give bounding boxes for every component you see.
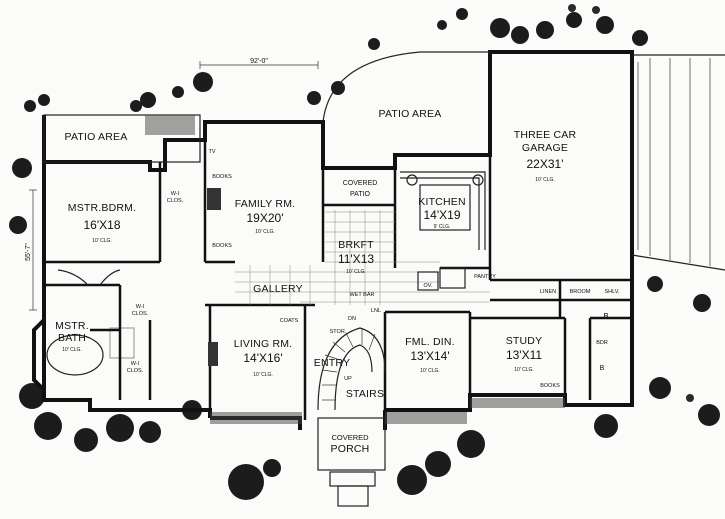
staircase bbox=[317, 327, 386, 411]
dining-dim: 13'X14' bbox=[410, 349, 449, 363]
tile-floor bbox=[235, 210, 490, 305]
broom-label: BROOM bbox=[570, 289, 591, 295]
coats-label: COATS bbox=[280, 318, 299, 324]
master-bedroom-label: MSTR.BDRM. bbox=[68, 202, 137, 214]
wi-closet-2: W-I bbox=[136, 304, 145, 310]
garage-dim: 22X31' bbox=[527, 157, 564, 171]
study-dim: 13'X11 bbox=[506, 348, 542, 362]
wi-closet-3: W-I bbox=[131, 361, 140, 367]
shelf-label: SHLV. bbox=[605, 289, 620, 295]
living-room-clg: 10' CLG. bbox=[253, 372, 273, 378]
tv-label: TV bbox=[208, 149, 215, 155]
master-bedroom-clg: 10' CLG. bbox=[92, 238, 112, 244]
master-bath-label: MSTR. bbox=[55, 320, 89, 332]
annotations: BOOKS BOOKS BOOKS TV W-I CLOS. W-I CLOS.… bbox=[127, 149, 620, 389]
books-label-3: BOOKS bbox=[540, 383, 560, 389]
kitchen-label: KITCHEN bbox=[418, 196, 466, 208]
breakfast-dim: 11'X13 bbox=[338, 252, 374, 266]
room-labels: PATIO AREA PATIO AREA THREE CAR GARAGE 2… bbox=[55, 108, 576, 455]
books-label-1: BOOKS bbox=[212, 174, 232, 180]
study-clg: 10' CLG. bbox=[514, 367, 534, 373]
family-room-label: FAMILY RM. bbox=[235, 198, 296, 210]
porch-label: COVERED bbox=[331, 433, 369, 442]
breakfast-clg: 10' CLG. bbox=[346, 269, 366, 275]
dimension-lines bbox=[29, 61, 319, 311]
linen-label: LINEN bbox=[540, 289, 556, 295]
garage-label-2: GARAGE bbox=[522, 142, 568, 154]
porch-label-2: PORCH bbox=[331, 443, 370, 455]
left-patio bbox=[43, 114, 201, 163]
master-bath-fixtures bbox=[32, 269, 135, 392]
storage-label: STOR. bbox=[330, 329, 347, 335]
bdr-label: BDR bbox=[596, 340, 608, 346]
wet-bar-label: WET BAR bbox=[350, 292, 375, 298]
garage-driveway bbox=[631, 54, 725, 271]
master-bath-clg: 10' CLG. bbox=[62, 347, 82, 353]
garage-label: THREE CAR bbox=[514, 129, 577, 141]
books-label-2: BOOKS bbox=[212, 243, 232, 249]
kitchen-clg: 9' CLG. bbox=[434, 224, 451, 230]
living-room-dim: 14'X16' bbox=[243, 351, 282, 365]
family-fireplace bbox=[207, 188, 221, 210]
oven-label: OV. bbox=[424, 283, 433, 289]
lnl-label: LNL bbox=[371, 308, 381, 314]
patio-curve bbox=[322, 51, 490, 123]
living-fireplace bbox=[208, 342, 218, 366]
dining-clg: 10' CLG. bbox=[420, 368, 440, 374]
wi-closet-3b: CLOS. bbox=[127, 368, 144, 374]
garage-clg: 10' CLG. bbox=[535, 177, 555, 183]
stairs-label: STAIRS bbox=[346, 388, 384, 400]
covered-patio-label: COVERED bbox=[343, 180, 378, 187]
down-label: DN bbox=[348, 316, 356, 322]
family-room-clg: 10' CLG. bbox=[255, 229, 275, 235]
breakfast-label: BRKFT bbox=[338, 239, 374, 251]
planter bbox=[145, 115, 195, 135]
patio-left-label: PATIO AREA bbox=[65, 131, 128, 143]
patio-right-label: PATIO AREA bbox=[379, 108, 442, 120]
up-label: UP bbox=[344, 376, 352, 382]
pantry-label: PANTRY bbox=[474, 274, 496, 280]
landscaping bbox=[9, 4, 720, 500]
wi-closet-1b: CLOS. bbox=[167, 198, 184, 204]
bath-label: B bbox=[600, 365, 605, 372]
wi-closet-2b: CLOS. bbox=[132, 311, 149, 317]
family-room-dim: 19X20' bbox=[247, 211, 284, 225]
kitchen-fixtures bbox=[400, 171, 486, 291]
study-label: STUDY bbox=[506, 335, 543, 347]
front-porch bbox=[210, 398, 565, 507]
living-room-label: LIVING RM. bbox=[234, 338, 293, 350]
overall-depth-label: 55'-7" bbox=[25, 243, 32, 261]
dining-label: FML. DIN. bbox=[405, 336, 455, 348]
master-bedroom-dim: 16'X18 bbox=[84, 218, 121, 232]
master-bath-label-2: BATH bbox=[58, 332, 86, 344]
b-label: B bbox=[603, 312, 608, 321]
wi-closet-1: W-I bbox=[171, 191, 180, 197]
kitchen-dim: 14'X19 bbox=[424, 208, 461, 222]
gallery-label: GALLERY bbox=[253, 283, 303, 295]
covered-patio-label-2: PATIO bbox=[350, 191, 371, 198]
entry-label: ENTRY bbox=[314, 357, 350, 369]
overall-width-label: 92'-0" bbox=[250, 58, 268, 65]
